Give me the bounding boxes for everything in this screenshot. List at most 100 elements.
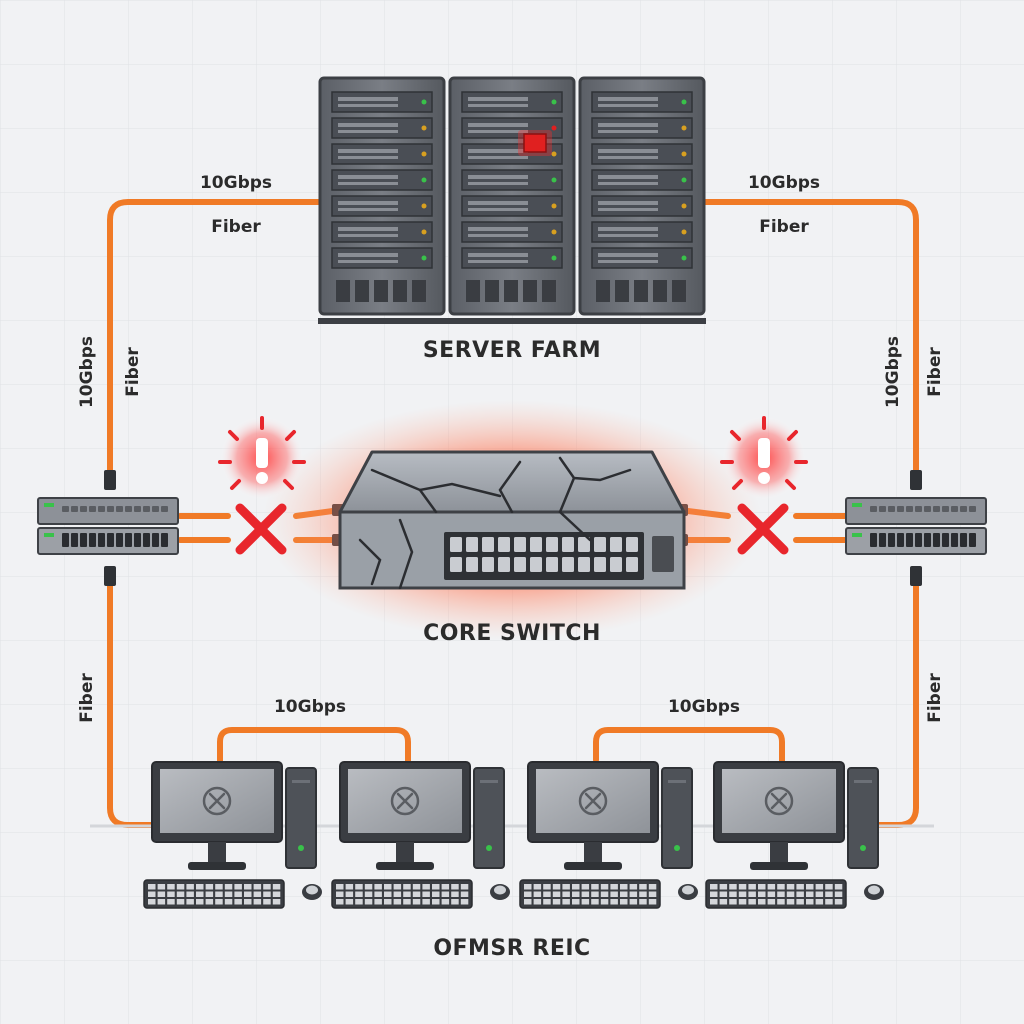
core-switch-port bbox=[514, 537, 526, 552]
no-signal-icon bbox=[578, 786, 608, 816]
server-led bbox=[681, 99, 687, 105]
server-unit bbox=[331, 169, 433, 191]
cable-top-right bbox=[701, 199, 919, 483]
core-switch-cracks bbox=[358, 456, 632, 590]
link-medium-top-left: Fiber bbox=[211, 217, 261, 237]
link-medium-left-vertical: Fiber bbox=[123, 347, 143, 397]
core-switch-port bbox=[482, 537, 494, 552]
server-led bbox=[551, 99, 557, 105]
server-unit bbox=[331, 117, 433, 139]
core-switch-label: CORE SWITCH bbox=[423, 621, 601, 646]
server-unit bbox=[591, 143, 693, 165]
server-unit bbox=[461, 221, 563, 243]
server-unit bbox=[591, 195, 693, 217]
server-led bbox=[421, 177, 427, 183]
exclamation-burst-icon bbox=[720, 416, 808, 500]
server-led bbox=[681, 125, 687, 131]
core-switch-port bbox=[546, 537, 558, 552]
exclamation-burst-icon bbox=[218, 416, 306, 500]
core-switch-port bbox=[594, 537, 606, 552]
server-unit bbox=[591, 91, 693, 113]
workstation bbox=[331, 761, 510, 909]
core-switch-port bbox=[482, 557, 494, 572]
switch-port bbox=[906, 533, 913, 547]
server-led bbox=[681, 177, 687, 183]
server-farm bbox=[318, 76, 706, 324]
server-unit bbox=[591, 221, 693, 243]
server-led bbox=[421, 125, 427, 131]
server-led bbox=[421, 229, 427, 235]
link-medium-right-lower: Fiber bbox=[925, 673, 945, 723]
switch-port bbox=[107, 533, 114, 547]
core-switch-port bbox=[466, 557, 478, 572]
server-led bbox=[421, 203, 427, 209]
switch-port bbox=[152, 533, 159, 547]
switch-port bbox=[924, 533, 931, 547]
server-led bbox=[551, 203, 557, 209]
link-medium-left-lower: Fiber bbox=[77, 673, 97, 723]
switch-port bbox=[116, 533, 123, 547]
server-led bbox=[551, 255, 557, 261]
server-unit bbox=[591, 117, 693, 139]
link-medium-top-right: Fiber bbox=[759, 217, 809, 237]
workstation bbox=[705, 761, 884, 909]
no-signal-icon bbox=[390, 786, 420, 816]
core-switch-port bbox=[626, 557, 638, 572]
server-unit bbox=[591, 169, 693, 191]
server-unit bbox=[331, 195, 433, 217]
core-switch-port bbox=[562, 557, 574, 572]
core-switch-port bbox=[514, 557, 526, 572]
access-switch-right bbox=[845, 497, 987, 555]
switch-port bbox=[933, 533, 940, 547]
core-switch-port bbox=[626, 537, 638, 552]
server-unit bbox=[461, 91, 563, 113]
core-switch-port bbox=[594, 557, 606, 572]
link-speed-top-left: 10Gbps bbox=[200, 173, 272, 193]
switch-port bbox=[62, 533, 69, 547]
server-led bbox=[551, 151, 557, 157]
core-switch-port bbox=[530, 537, 542, 552]
server-led bbox=[551, 229, 557, 235]
server-unit bbox=[461, 195, 563, 217]
server-unit bbox=[331, 247, 433, 269]
link-speed-office-left: 10Gbps bbox=[274, 697, 346, 717]
server-unit bbox=[331, 221, 433, 243]
core-switch-port bbox=[450, 557, 462, 572]
server-led bbox=[551, 177, 557, 183]
link-speed-office-right: 10Gbps bbox=[668, 697, 740, 717]
switch-port bbox=[143, 533, 150, 547]
no-signal-icon bbox=[202, 786, 232, 816]
server-led bbox=[681, 255, 687, 261]
core-switch-port bbox=[466, 537, 478, 552]
server-led bbox=[681, 151, 687, 157]
server-farm-label: SERVER FARM bbox=[423, 338, 601, 363]
server-rack-1 bbox=[318, 76, 446, 316]
core-switch bbox=[262, 400, 762, 640]
server-led bbox=[681, 229, 687, 235]
server-unit bbox=[461, 247, 563, 269]
cable-top-left bbox=[107, 199, 323, 483]
switch-port bbox=[134, 533, 141, 547]
switch-port bbox=[89, 533, 96, 547]
link-medium-right-vertical: Fiber bbox=[925, 347, 945, 397]
server-led bbox=[421, 151, 427, 157]
workstation bbox=[143, 761, 322, 909]
switch-port bbox=[98, 533, 105, 547]
switch-port bbox=[915, 533, 922, 547]
office-workstations bbox=[143, 761, 884, 909]
server-led bbox=[421, 99, 427, 105]
core-switch-port bbox=[562, 537, 574, 552]
core-switch-port bbox=[578, 557, 590, 572]
core-switch-port bbox=[578, 537, 590, 552]
switch-port bbox=[897, 533, 904, 547]
server-rack-3 bbox=[578, 76, 706, 316]
core-switch-port bbox=[610, 557, 622, 572]
switch-port bbox=[879, 533, 886, 547]
switch-port bbox=[942, 533, 949, 547]
server-unit bbox=[331, 143, 433, 165]
core-switch-port bbox=[450, 537, 462, 552]
server-led bbox=[551, 125, 557, 131]
server-led bbox=[421, 255, 427, 261]
switch-port bbox=[71, 533, 78, 547]
